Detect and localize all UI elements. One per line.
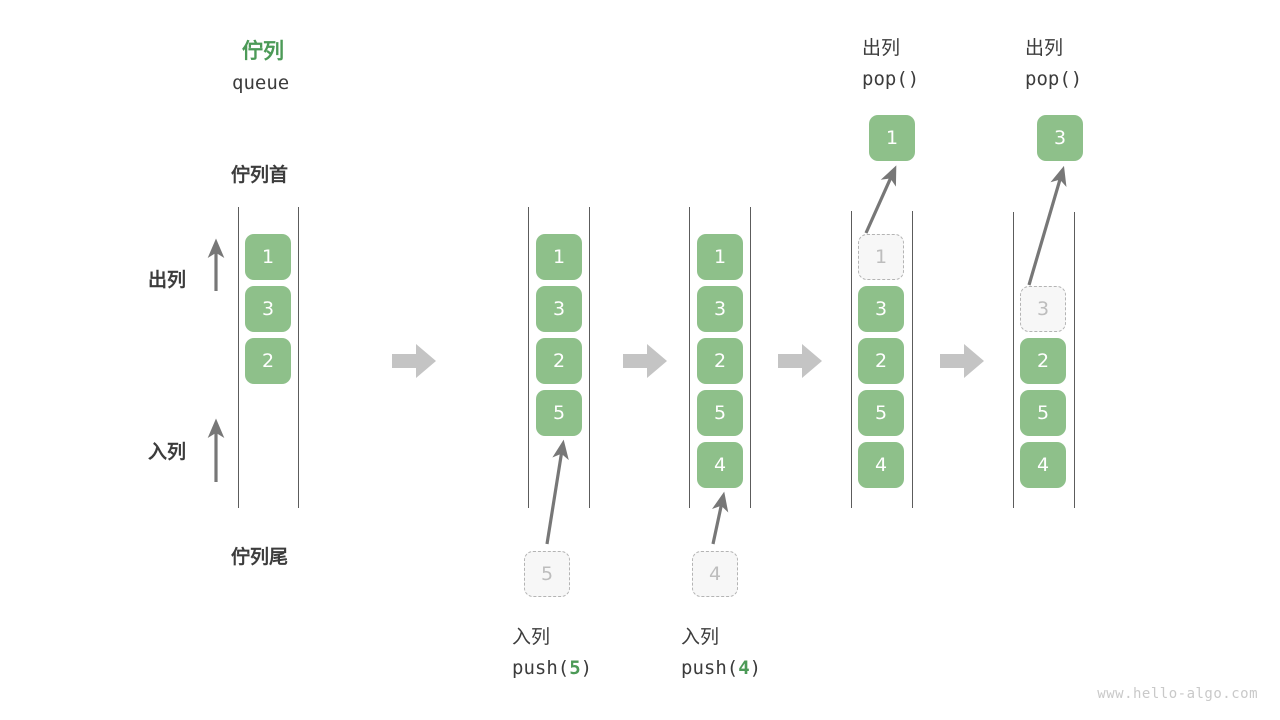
- queue-element: 4: [1020, 442, 1066, 488]
- op-label-cn-push4: 入列: [681, 626, 720, 648]
- op-label-cn-pop3: 出列: [1025, 37, 1064, 59]
- watermark: www.hello-algo.com: [1097, 686, 1258, 702]
- op-code-suffix: ): [580, 657, 593, 679]
- diagram-title-en: queue: [232, 72, 290, 94]
- queue-element: 1: [536, 234, 582, 280]
- queue-element: 5: [697, 390, 743, 436]
- queue-rail-left-3: [689, 207, 690, 508]
- stage-transition-arrow-icon: [623, 344, 667, 378]
- stage-transition-arrow-icon: [778, 344, 822, 378]
- queue-rail-right-1: [298, 207, 299, 508]
- op-label-cn-pop1: 出列: [862, 37, 901, 59]
- op-label-code-push4: push(4): [681, 657, 761, 679]
- push-5-arrow-icon: [545, 439, 569, 545]
- queue-rail-right-5: [1074, 212, 1075, 508]
- removed-element-ghost: 1: [858, 234, 904, 280]
- popped-element: 3: [1037, 115, 1083, 161]
- op-code-suffix: ): [749, 657, 762, 679]
- queue-rail-right-4: [912, 211, 913, 508]
- op-code-value: 5: [569, 657, 581, 679]
- label-enqueue: 入列: [148, 441, 187, 463]
- incoming-element-ghost: 4: [692, 551, 738, 597]
- pop-3-arrow-icon: [1027, 165, 1067, 286]
- queue-element-new: 4: [697, 442, 743, 488]
- push-4-arrow-icon: [711, 491, 729, 545]
- label-queue-head: 佇列首: [231, 164, 289, 186]
- queue-element: 2: [536, 338, 582, 384]
- queue-element: 2: [1020, 338, 1066, 384]
- op-label-code-push5: push(5): [512, 657, 592, 679]
- queue-rail-right-2: [589, 207, 590, 508]
- queue-rail-left-1: [238, 207, 239, 508]
- queue-rail-left-4: [851, 211, 852, 508]
- queue-element: 4: [858, 442, 904, 488]
- queue-element: 1: [245, 234, 291, 280]
- stage-transition-arrow-icon: [940, 344, 984, 378]
- queue-rail-right-3: [750, 207, 751, 508]
- queue-element: 2: [858, 338, 904, 384]
- queue-element: 5: [1020, 390, 1066, 436]
- queue-rail-left-5: [1013, 212, 1014, 508]
- op-code-value: 4: [738, 657, 750, 679]
- queue-element-new: 5: [536, 390, 582, 436]
- popped-element: 1: [869, 115, 915, 161]
- label-queue-tail: 佇列尾: [231, 546, 289, 568]
- removed-element-ghost: 3: [1020, 286, 1066, 332]
- queue-element: 2: [245, 338, 291, 384]
- queue-element: 3: [858, 286, 904, 332]
- op-label-code-pop3: pop(): [1025, 68, 1083, 90]
- pop-1-arrow-icon: [864, 165, 897, 234]
- op-code-prefix: push(: [681, 657, 739, 679]
- op-label-code-pop1: pop(): [862, 68, 920, 90]
- queue-element: 3: [697, 286, 743, 332]
- op-code-prefix: push(: [512, 657, 570, 679]
- incoming-element-ghost: 5: [524, 551, 570, 597]
- queue-element: 3: [245, 286, 291, 332]
- queue-rail-left-2: [528, 207, 529, 508]
- queue-element: 5: [858, 390, 904, 436]
- queue-element: 2: [697, 338, 743, 384]
- queue-element: 1: [697, 234, 743, 280]
- diagram-title-cn: 佇列: [242, 39, 284, 63]
- stage-transition-arrow-icon: [392, 344, 436, 378]
- queue-element: 3: [536, 286, 582, 332]
- label-dequeue: 出列: [148, 269, 187, 291]
- op-label-cn-push5: 入列: [512, 626, 551, 648]
